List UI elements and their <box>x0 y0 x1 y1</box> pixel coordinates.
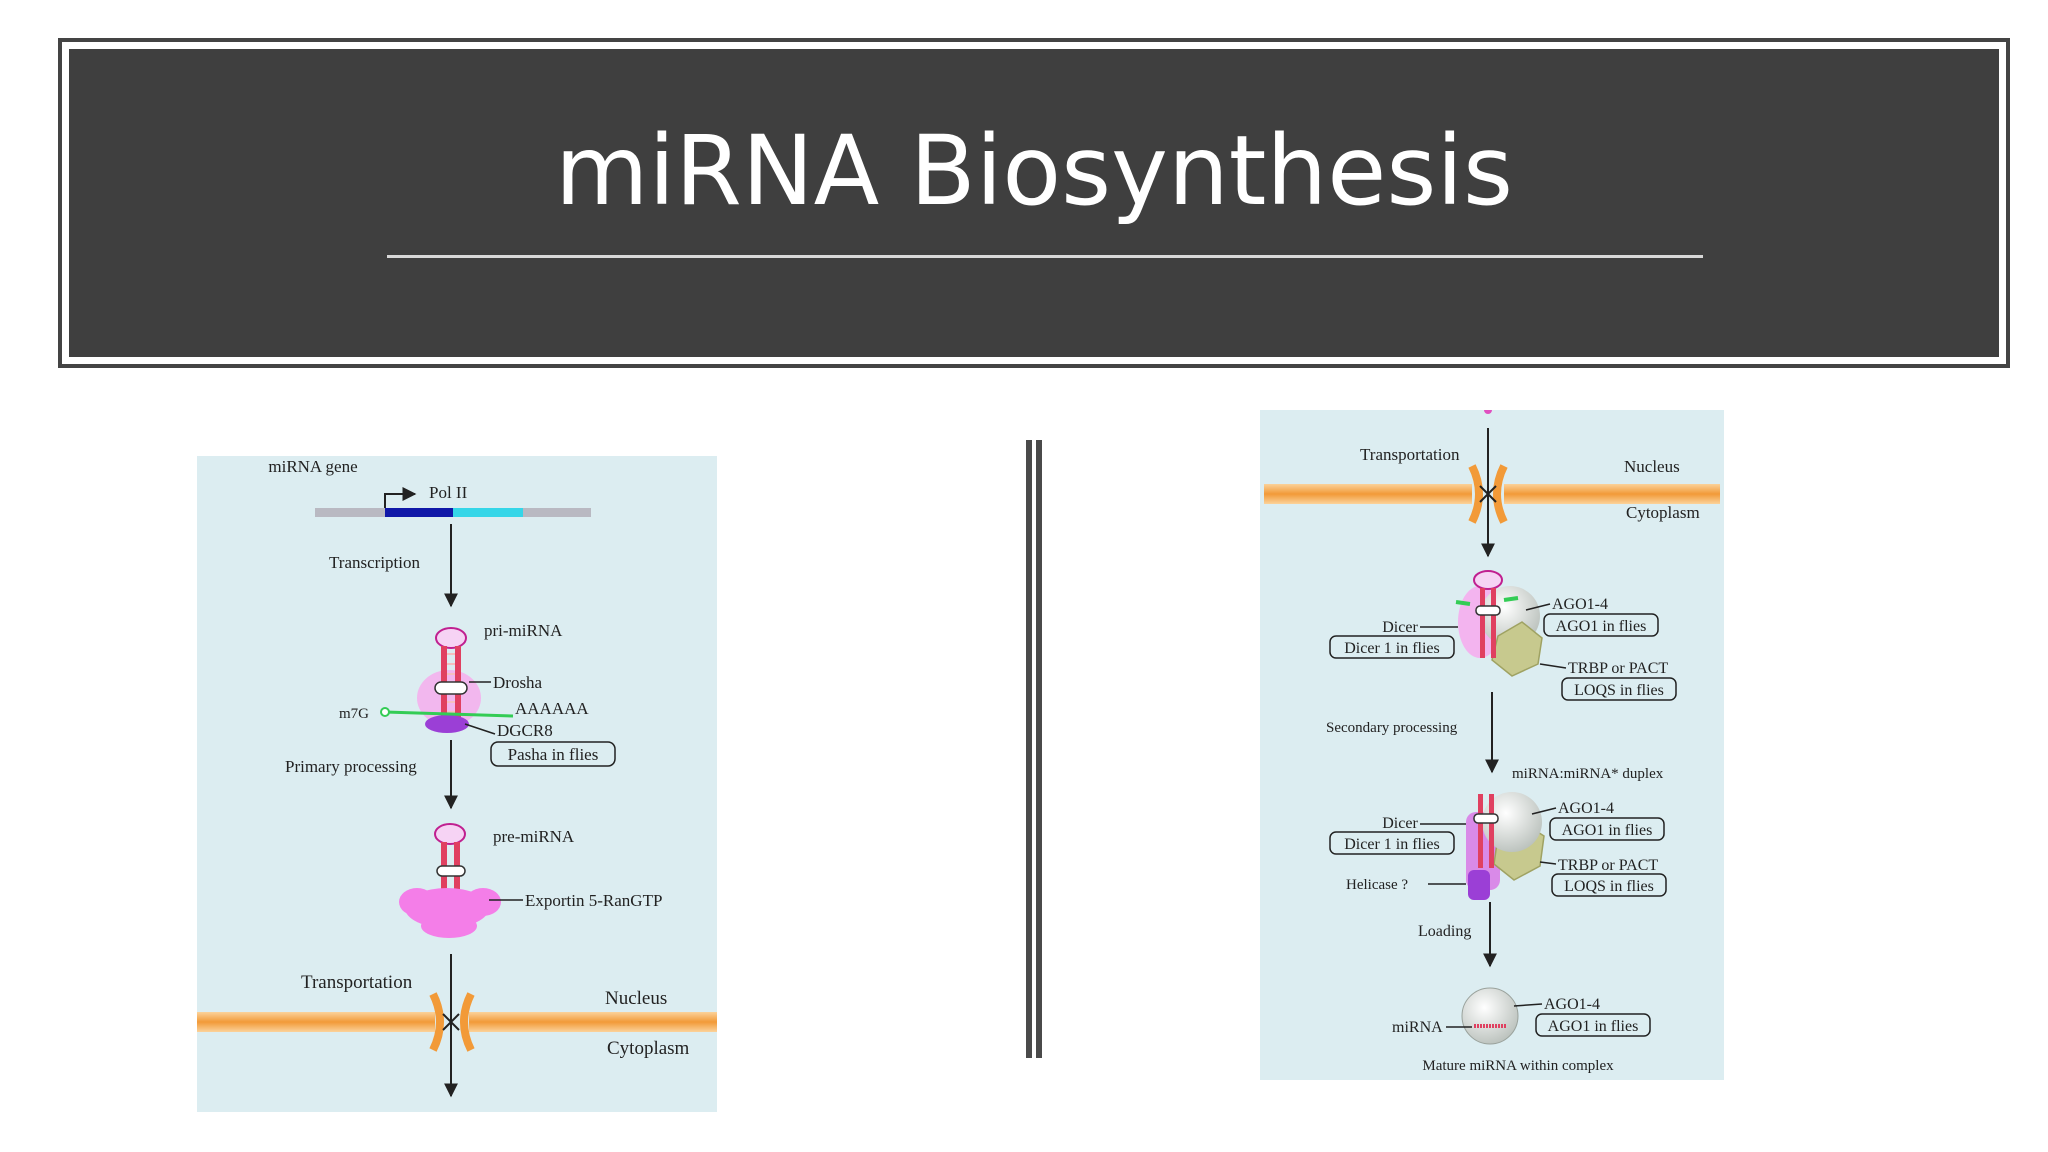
label-secondary-processing: Secondary processing <box>1326 720 1458 736</box>
label-ago-2-flies: AGO1 in flies <box>1562 822 1653 839</box>
label-drosha: Drosha <box>493 673 543 692</box>
label-nucleus-right: Nucleus <box>1624 457 1680 476</box>
trbp-1-pointer <box>1539 663 1567 669</box>
right-diagram-panel: Transportation Nucleus Cytoplasm Dicer D… <box>1260 406 1724 1080</box>
dgcr8-pointer <box>464 723 496 735</box>
label-dicer-2: Dicer <box>1382 815 1418 832</box>
label-nucleus: Nucleus <box>605 988 667 1009</box>
label-ago-1-flies: AGO1 in flies <box>1556 618 1647 635</box>
ago-2-flies-box <box>1549 817 1665 841</box>
nuclear-pore-icon <box>442 1013 460 1031</box>
left-diagram-svg: miRNA gene Pol II Transcription pri-miRN… <box>197 457 717 1098</box>
gene-exon-light <box>453 508 523 517</box>
trbp-2-pointer <box>1539 861 1557 865</box>
label-ago-1: AGO1-4 <box>1552 596 1608 613</box>
ago-2-pointer <box>1531 807 1557 815</box>
label-pasha: Pasha in flies <box>508 745 599 764</box>
label-loqs-1: LOQS in flies <box>1574 682 1664 699</box>
label-pol-ii: Pol II <box>429 483 468 502</box>
label-ago-3: AGO1-4 <box>1544 996 1600 1013</box>
label-exportin: Exportin 5-RanGTP <box>525 891 662 910</box>
label-dicer-1: Dicer <box>1382 619 1418 636</box>
dicer-1-flies-box <box>1329 635 1455 659</box>
label-dicer-1-flies: Dicer 1 in flies <box>1344 640 1440 657</box>
label-cytoplasm: Cytoplasm <box>607 1038 690 1059</box>
pri-mirna-hairpin-icon <box>380 627 514 733</box>
pasha-box <box>490 741 616 767</box>
panel-divider <box>1026 440 1044 1058</box>
pre-mirna-exportin-icon <box>399 823 501 938</box>
label-transportation: Transportation <box>301 972 413 993</box>
label-mirna: miRNA <box>1392 1019 1443 1036</box>
label-dgcr8: DGCR8 <box>497 721 553 740</box>
left-diagram-panel: miRNA gene Pol II Transcription pri-miRN… <box>197 456 717 1112</box>
label-trbp-2: TRBP or PACT <box>1558 857 1658 874</box>
label-ago-2: AGO1-4 <box>1558 800 1614 817</box>
label-helicase: Helicase ? <box>1346 877 1408 893</box>
nuclear-pore-right-icon <box>1479 485 1497 503</box>
label-pri-mirna: pri-miRNA <box>484 621 563 640</box>
label-mirna-gene: miRNA gene <box>268 457 357 476</box>
ago-1-pointer <box>1525 603 1551 611</box>
ago-3-flies-box <box>1535 1013 1651 1037</box>
nuclear-membrane <box>197 992 717 1052</box>
label-ago-3-flies: AGO1 in flies <box>1548 1018 1639 1035</box>
label-primary-processing: Primary processing <box>285 757 417 776</box>
title-box: miRNA Biosynthesis <box>58 38 2010 368</box>
label-transportation-right: Transportation <box>1360 445 1460 464</box>
ago-1-flies-box <box>1543 613 1659 637</box>
label-m7g: m7G <box>339 706 369 722</box>
loqs-2-box <box>1551 873 1667 897</box>
dicer-complex-icon <box>1455 570 1543 677</box>
gene-exon-dark <box>385 508 453 517</box>
label-transcription: Transcription <box>329 553 420 572</box>
label-loqs-2: LOQS in flies <box>1564 878 1654 895</box>
label-trbp-1: TRBP or PACT <box>1568 660 1668 677</box>
ago-3-pointer <box>1513 1003 1543 1007</box>
right-diagram-svg: Transportation Nucleus Cytoplasm Dicer D… <box>1264 406 1720 1074</box>
label-mature: Mature miRNA within complex <box>1422 1058 1614 1074</box>
mature-risc-icon <box>1461 987 1519 1045</box>
label-duplex: miRNA:miRNA* duplex <box>1512 766 1664 782</box>
title-underline <box>387 255 1703 258</box>
dicer-2-flies-box <box>1329 831 1455 855</box>
label-loading: Loading <box>1418 923 1471 940</box>
label-polya: AAAAAA <box>515 699 589 718</box>
title-background: miRNA Biosynthesis <box>69 49 1999 357</box>
loqs-1-box <box>1561 677 1677 701</box>
label-pre-mirna: pre-miRNA <box>493 827 575 846</box>
nuclear-membrane-right <box>1264 464 1720 524</box>
duplex-complex-icon <box>1466 792 1545 900</box>
slide-title: miRNA Biosynthesis <box>554 115 1514 227</box>
promoter-arrow-icon <box>384 487 417 510</box>
label-dicer-2-flies: Dicer 1 in flies <box>1344 836 1440 853</box>
label-cytoplasm-right: Cytoplasm <box>1626 503 1700 522</box>
pre-mirna-tip-icon <box>1484 406 1492 414</box>
